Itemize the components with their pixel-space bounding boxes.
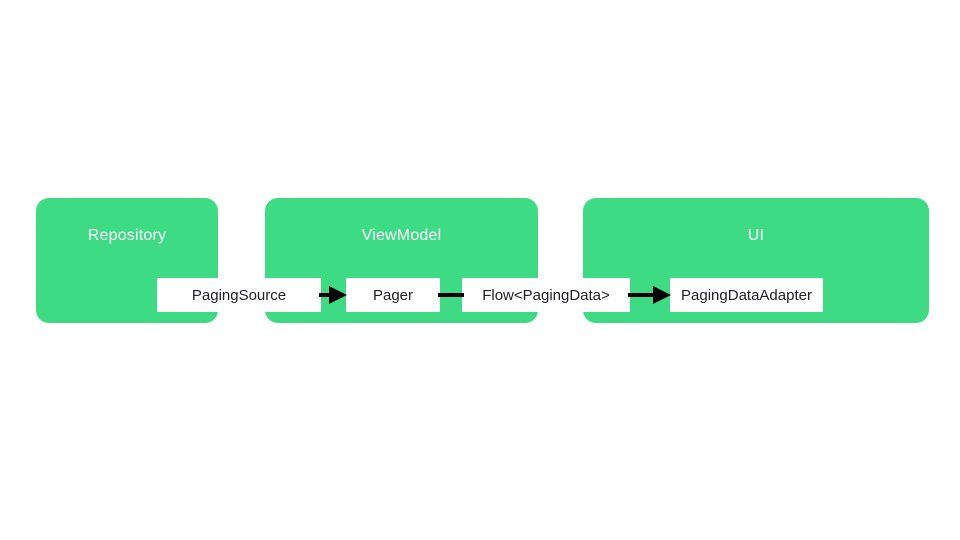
connector-paging-source-to-pager: [319, 278, 349, 312]
layer-title-repository: Repository: [87, 227, 167, 244]
component-box-pager: Pager: [346, 278, 440, 312]
connector-pager-to-flow: [438, 278, 464, 312]
component-box-flow-paging-data: Flow<PagingData>: [462, 278, 630, 312]
connector-flow-to-paging-data-adapter: [628, 278, 673, 312]
arrow-right-icon: [628, 286, 671, 304]
line-connector-icon: [438, 293, 464, 297]
arrow-right-icon: [319, 286, 347, 304]
component-box-paging-source: PagingSource: [157, 278, 321, 312]
component-box-paging-data-adapter: PagingDataAdapter: [670, 278, 823, 312]
layer-title-viewmodel: ViewModel: [361, 227, 442, 244]
layer-panel-repository: Repository: [36, 198, 218, 323]
layer-title-ui: UI: [747, 227, 765, 244]
